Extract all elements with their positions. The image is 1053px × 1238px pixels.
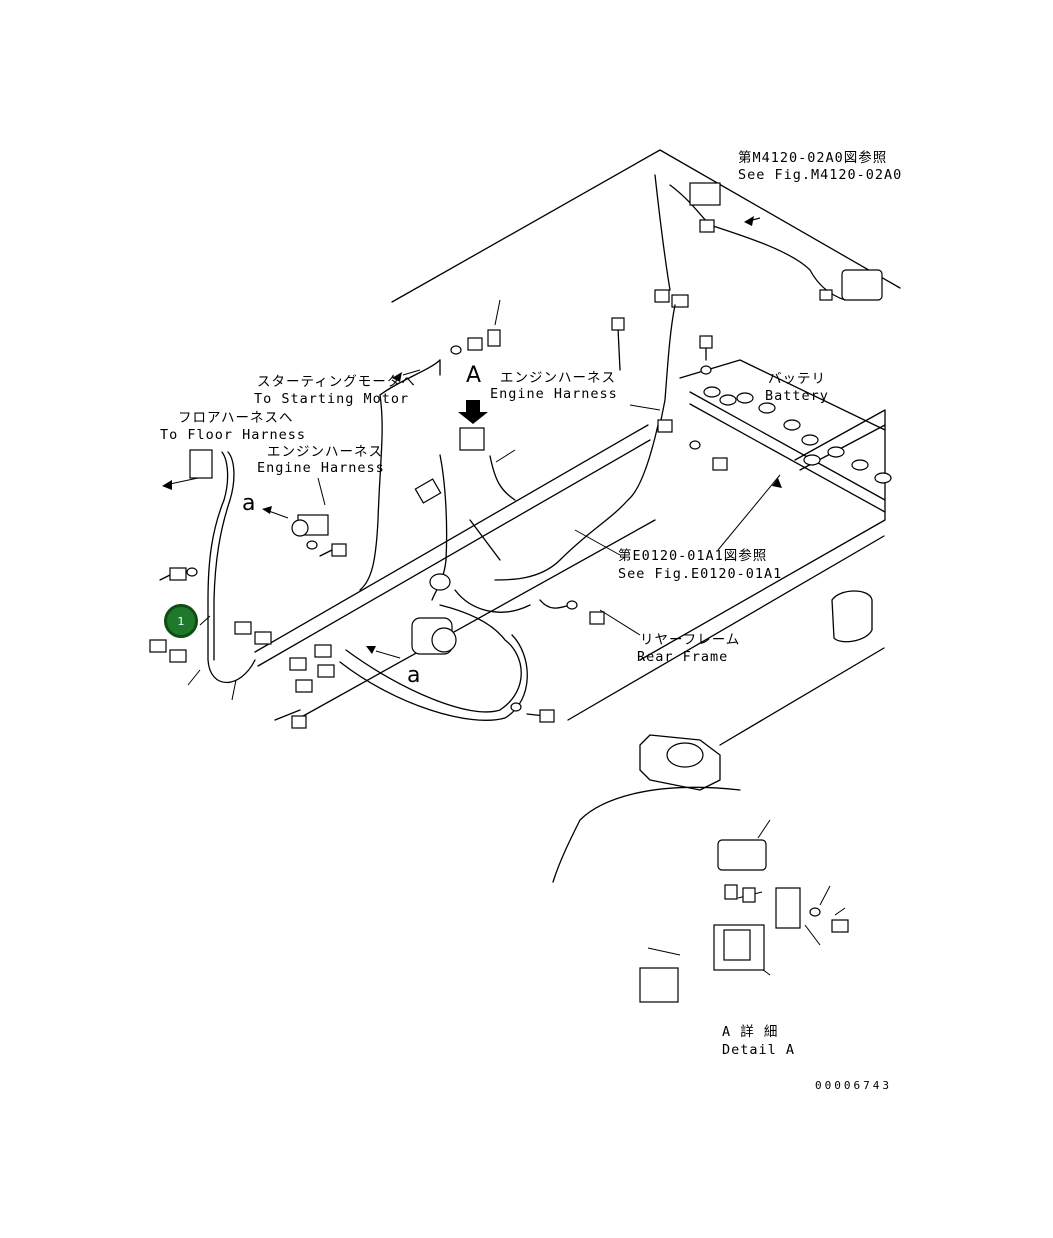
see-e0120-jp-label: 第E0120-01A1図参照: [618, 548, 768, 564]
part-callout-1[interactable]: 1: [164, 604, 198, 638]
see-e0120-en-label: See Fig.E0120-01A1: [618, 566, 783, 582]
rear-frame-jp-label: リヤーフレーム: [640, 632, 741, 648]
rear-frame-en-label: Rear Frame: [637, 649, 729, 665]
mark-a-upper: a: [242, 491, 256, 516]
view-a-marker: A: [466, 363, 482, 388]
starting-motor-jp-label: スターティングモータへ: [257, 374, 416, 390]
leader-lines: [162, 216, 846, 976]
see-m4120-jp-label: 第M4120-02A0図参照: [738, 150, 888, 166]
engine-harness-left-en-label: Engine Harness: [257, 460, 385, 476]
connectors: [149, 419, 673, 693]
detail-a-jp-label: A 詳 細: [722, 1024, 779, 1040]
engine-harness-top-jp-label: エンジンハーネス: [500, 370, 616, 386]
engine-harness-top-en-label: Engine Harness: [490, 386, 618, 402]
rear-frame-parts: [639, 590, 873, 1003]
upper-deck-outline: [254, 149, 901, 883]
see-m4120-en-label: See Fig.M4120-02A0: [738, 167, 903, 183]
hardware: [159, 329, 728, 729]
mark-a-lower: a: [407, 663, 421, 688]
floor-harness-en-label: To Floor Harness: [160, 427, 307, 443]
main-harness: [207, 359, 659, 721]
battery-box: [679, 359, 892, 513]
battery-en-label: Battery: [765, 388, 829, 404]
relay-assembly: [291, 478, 457, 655]
top-harness: [611, 174, 883, 426]
engine-harness-left-jp-label: エンジンハーネス: [267, 444, 383, 460]
battery-jp-label: バッテリ: [768, 371, 826, 387]
detail-a-en-label: Detail A: [722, 1042, 796, 1058]
drawing-number: 00006743: [815, 1079, 892, 1092]
floor-harness-jp-label: フロアハーネスへ: [178, 410, 294, 426]
starting-motor-en-label: To Starting Motor: [254, 391, 410, 407]
